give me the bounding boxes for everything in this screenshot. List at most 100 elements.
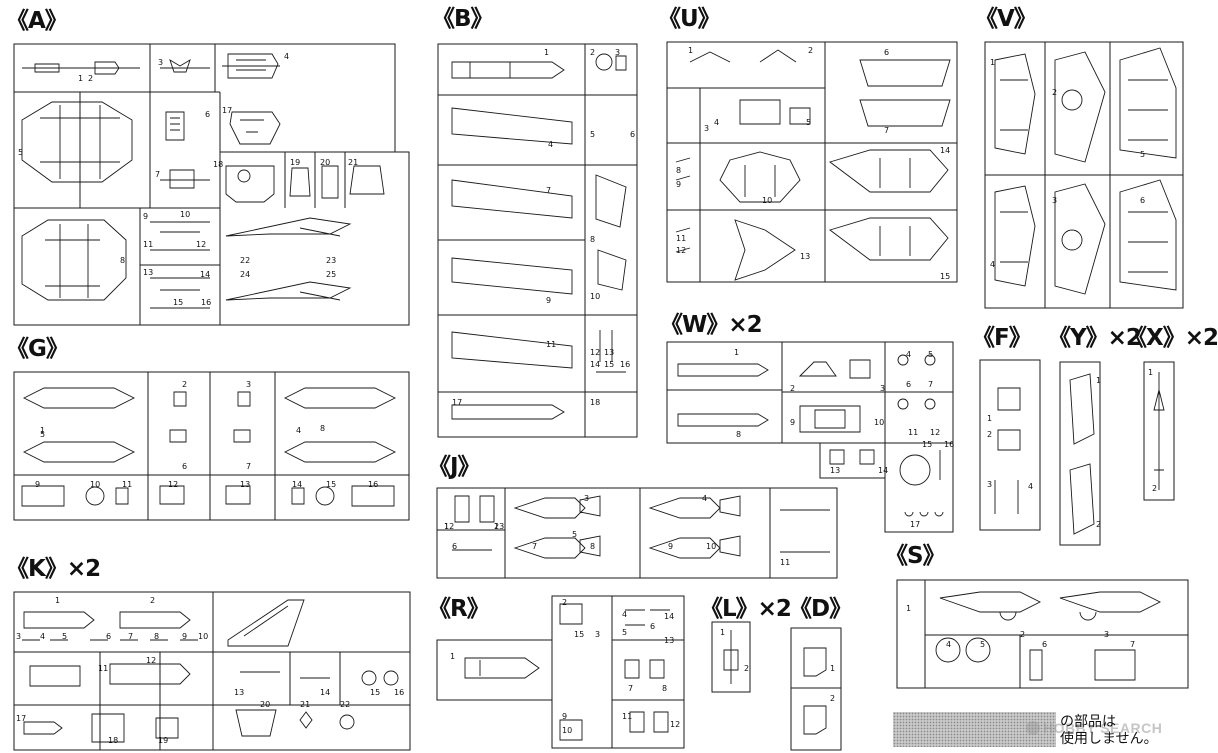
sprue-label-S: 《S》 bbox=[885, 543, 946, 569]
part-number-K-21: 21 bbox=[300, 700, 311, 709]
part-number-B-14: 14 bbox=[590, 360, 601, 369]
part-number-K-20: 20 bbox=[260, 700, 271, 709]
part-number-A-1: 1 bbox=[78, 74, 84, 83]
sprue-A-parts bbox=[21, 53, 385, 309]
part-number-A-2: 2 bbox=[88, 74, 94, 83]
part-number-G-8: 8 bbox=[320, 424, 326, 433]
part-number-J-5: 5 bbox=[572, 530, 578, 539]
part-number-G-11: 11 bbox=[122, 480, 133, 489]
part-number-K-14: 14 bbox=[320, 688, 331, 697]
sprue-frame-U bbox=[666, 41, 958, 283]
part-number-S-6: 6 bbox=[1042, 640, 1048, 649]
sprue-label-X: 《X》×2 bbox=[1124, 325, 1218, 351]
part-number-V-5: 5 bbox=[1140, 150, 1146, 159]
part-number-Y-1: 1 bbox=[1096, 376, 1102, 385]
part-number-A-22: 22 bbox=[240, 256, 251, 265]
part-number-W-11: 11 bbox=[908, 428, 919, 437]
part-number-J-2: 2 bbox=[494, 522, 500, 531]
part-number-B-11: 11 bbox=[546, 340, 557, 349]
sprue-G-parts bbox=[21, 387, 397, 507]
part-number-G-2: 2 bbox=[182, 380, 188, 389]
part-number-S-7: 7 bbox=[1130, 640, 1136, 649]
watermark-text: HOBBY SEARCH bbox=[1043, 720, 1163, 736]
part-number-K-5: 5 bbox=[62, 632, 68, 641]
part-number-K-10: 10 bbox=[198, 632, 209, 641]
sprue-label-W: 《W》×2 bbox=[660, 312, 763, 338]
sprue-label-G: 《G》 bbox=[6, 336, 69, 362]
sprue-U-parts bbox=[675, 49, 951, 281]
sprue-label-B: 《B》 bbox=[432, 6, 494, 32]
sprue-label-L: 《L》×2 bbox=[700, 596, 792, 622]
part-number-W-2: 2 bbox=[790, 384, 796, 393]
part-number-U-12: 12 bbox=[676, 246, 687, 255]
part-number-L-1: 1 bbox=[720, 628, 726, 637]
part-number-R-12: 12 bbox=[670, 720, 681, 729]
part-number-S-4: 4 bbox=[946, 640, 952, 649]
part-number-W-1: 1 bbox=[734, 348, 740, 357]
part-number-A-16: 16 bbox=[201, 298, 212, 307]
part-number-A-24: 24 bbox=[240, 270, 251, 279]
sprue-label-U: 《U》 bbox=[658, 6, 721, 32]
sprue-frame-X bbox=[1143, 361, 1175, 501]
part-number-W-5: 5 bbox=[928, 350, 934, 359]
part-number-K-4: 4 bbox=[40, 632, 46, 641]
part-number-G-4: 4 bbox=[296, 426, 302, 435]
part-number-G-7: 7 bbox=[246, 462, 252, 471]
part-number-R-11: 11 bbox=[622, 712, 633, 721]
part-number-K-9: 9 bbox=[182, 632, 188, 641]
part-number-A-19: 19 bbox=[290, 158, 301, 167]
part-number-U-7: 7 bbox=[884, 126, 890, 135]
part-number-R-7: 7 bbox=[628, 684, 634, 693]
part-number-F-2: 2 bbox=[987, 430, 993, 439]
part-number-W-13: 13 bbox=[830, 466, 841, 475]
part-number-A-6: 6 bbox=[205, 110, 211, 119]
part-number-J-7: 7 bbox=[532, 542, 538, 551]
part-number-J-10: 10 bbox=[706, 542, 717, 551]
sprue-label-J: 《J》 bbox=[428, 454, 481, 480]
part-number-R-5: 5 bbox=[622, 628, 628, 637]
part-number-U-2: 2 bbox=[808, 46, 814, 55]
part-number-U-4: 4 bbox=[714, 118, 720, 127]
part-number-A-10: 10 bbox=[180, 210, 191, 219]
part-number-R-13: 13 bbox=[664, 636, 675, 645]
sprue-label-Y: 《Y》×2 bbox=[1048, 325, 1142, 351]
part-number-K-1: 1 bbox=[55, 596, 61, 605]
part-number-A-25: 25 bbox=[326, 270, 337, 279]
part-number-B-7: 7 bbox=[546, 186, 552, 195]
sprue-frame-L bbox=[711, 621, 751, 693]
sprue-frame-S bbox=[896, 579, 1189, 689]
part-number-W-4: 4 bbox=[906, 350, 912, 359]
unused-parts-swatch bbox=[893, 712, 1056, 747]
part-number-G-5: 5 bbox=[40, 430, 46, 439]
part-number-U-6: 6 bbox=[884, 48, 890, 57]
part-number-B-17: 17 bbox=[452, 398, 463, 407]
sprue-X-parts bbox=[1153, 372, 1165, 490]
part-number-A-7: 7 bbox=[155, 170, 161, 179]
part-number-L-2: 2 bbox=[744, 664, 750, 673]
part-number-B-18: 18 bbox=[590, 398, 601, 407]
part-number-A-20: 20 bbox=[320, 158, 331, 167]
sprue-label-V: 《V》 bbox=[975, 6, 1037, 32]
sprue-frame-G bbox=[13, 371, 410, 521]
part-number-B-10: 10 bbox=[590, 292, 601, 301]
part-number-B-12: 12 bbox=[590, 348, 601, 357]
sprue-Y-parts bbox=[1069, 373, 1095, 535]
part-number-F-1: 1 bbox=[987, 414, 993, 423]
part-number-K-18: 18 bbox=[108, 736, 119, 745]
part-number-R-1: 1 bbox=[450, 652, 456, 661]
legend-line-1: の部品は bbox=[1060, 714, 1116, 730]
part-number-A-14: 14 bbox=[200, 270, 211, 279]
part-number-K-15: 15 bbox=[370, 688, 381, 697]
sprue-frame-R bbox=[436, 595, 685, 749]
sprue-frame-W bbox=[666, 341, 954, 533]
part-number-S-3: 3 bbox=[1104, 630, 1110, 639]
sprue-frame-D bbox=[790, 627, 842, 751]
part-number-W-3: 3 bbox=[880, 384, 886, 393]
part-number-V-2: 2 bbox=[1052, 88, 1058, 97]
part-number-F-3: 3 bbox=[987, 480, 993, 489]
part-number-B-1: 1 bbox=[544, 48, 550, 57]
part-number-X-1: 1 bbox=[1148, 368, 1154, 377]
part-number-D-1: 1 bbox=[830, 664, 836, 673]
part-number-K-2: 2 bbox=[150, 596, 156, 605]
